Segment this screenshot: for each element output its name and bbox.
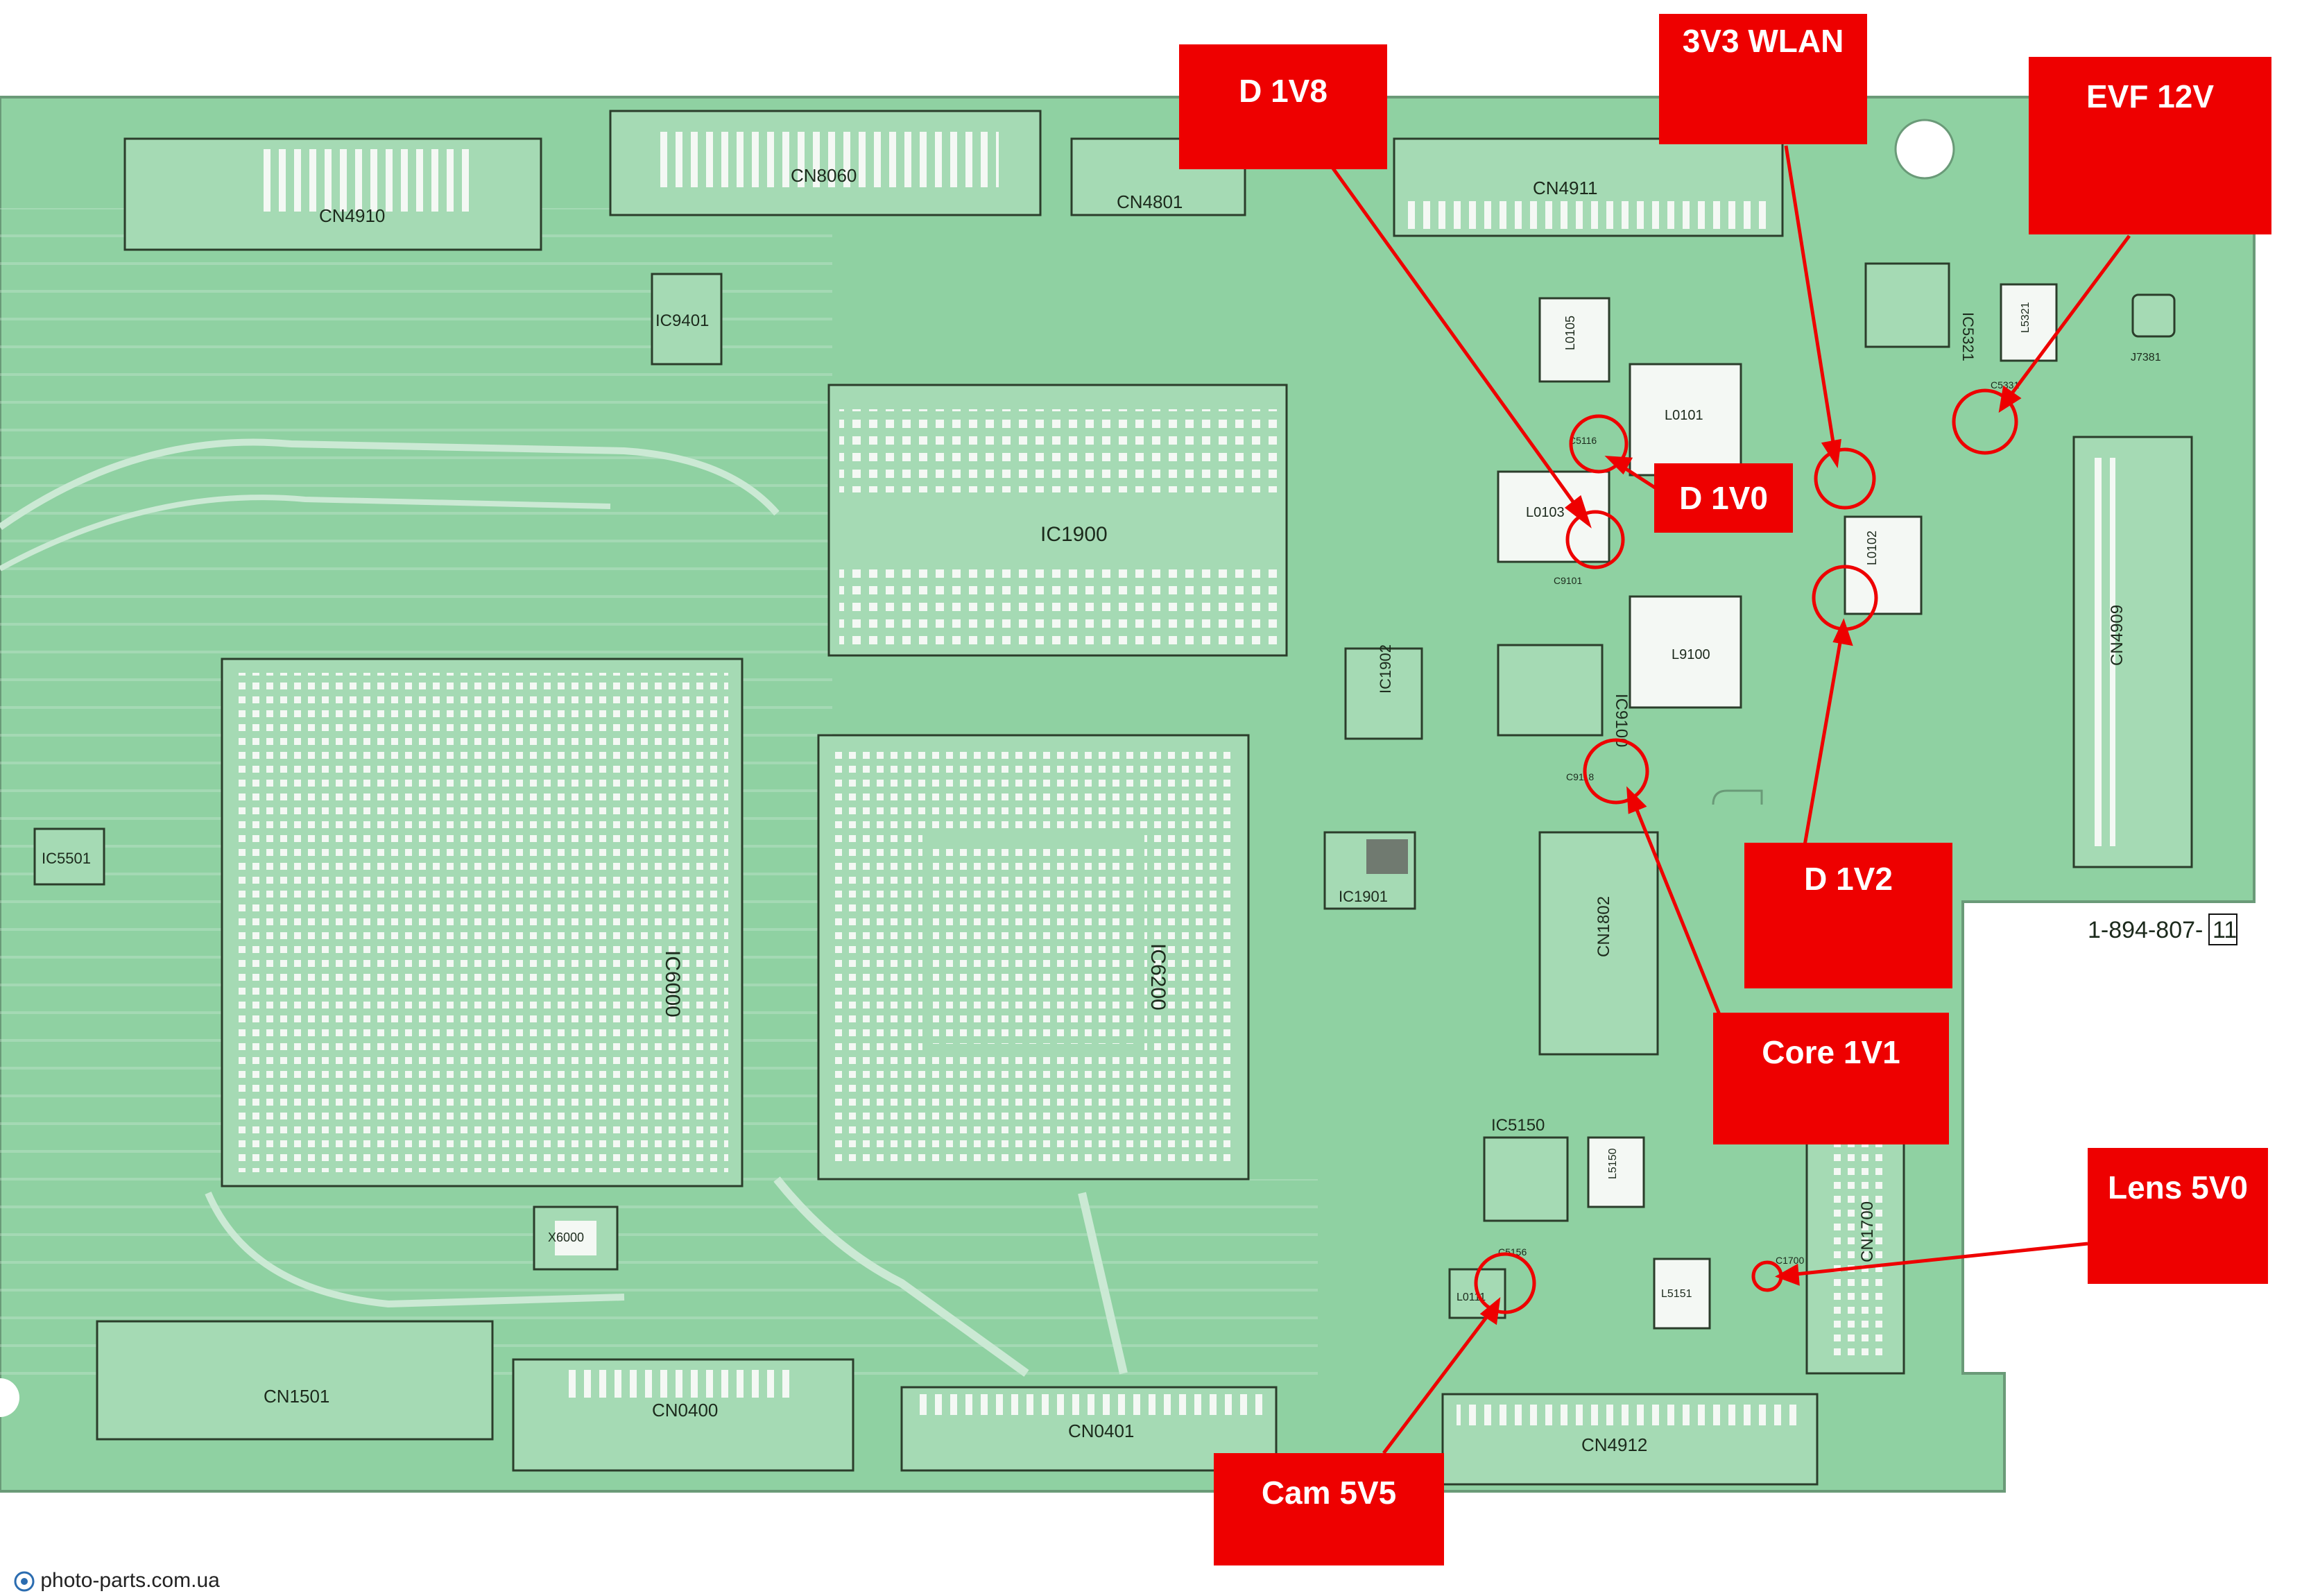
jack-j7381: J7381 xyxy=(2131,293,2176,363)
inductor-l0102: L0102 xyxy=(1844,515,1923,615)
l5150-label: L5150 xyxy=(1607,1148,1619,1179)
marker-d1v8 xyxy=(1565,510,1625,569)
chip-ic5150: IC5150 xyxy=(1483,1116,1569,1222)
inductor-l0105: L0105 xyxy=(1538,297,1610,383)
mounting-hole xyxy=(1894,119,1955,180)
chip-ic5501: IC5501 xyxy=(33,827,105,886)
inductor-l5321: L5321 xyxy=(2000,283,2058,362)
cn4911-label: CN4911 xyxy=(1533,178,1597,198)
callout-cam5v5: Cam 5V5 xyxy=(1214,1453,1444,1565)
callout-evf12v: EVF 12V xyxy=(2029,57,2271,234)
inductor-l9100: L9100 xyxy=(1629,595,1742,709)
c9101-label: C9101 xyxy=(1554,575,1582,586)
chip-ic1902: IC1902 xyxy=(1344,644,1423,740)
connector-cn1802: CN1802 xyxy=(1538,831,1659,1056)
connector-cn1501: CN1501 xyxy=(96,1320,494,1441)
ic1901-label: IC1901 xyxy=(1339,888,1388,905)
chip-ic9100: IC9100 xyxy=(1497,644,1631,747)
camera-aperture-icon xyxy=(14,1571,35,1592)
callout-3v3wlan: 3V3 WLAN xyxy=(1659,14,1867,144)
inductor-l5151: L5151 xyxy=(1653,1258,1711,1330)
connector-cn4910: CN4910 xyxy=(123,137,542,251)
ic5150-label: IC5150 xyxy=(1491,1116,1545,1135)
inductor-l0103: L0103 xyxy=(1497,470,1610,563)
j7381-label: J7381 xyxy=(2131,352,2161,363)
cn4909-label: CN4909 xyxy=(2108,605,2127,666)
connector-cn4912: CN4912 xyxy=(1441,1393,1819,1486)
watermark-text: photo-parts.com.ua xyxy=(40,1569,220,1592)
c5331-label: C5331 xyxy=(1991,379,2019,391)
callout-d1v0: D 1V0 xyxy=(1654,463,1793,533)
marker-evf12v xyxy=(1952,388,2018,455)
ic1900-label: IC1900 xyxy=(1040,523,1108,546)
cn0401-label: CN0401 xyxy=(1068,1421,1134,1441)
l5151-label: L5151 xyxy=(1661,1288,1692,1300)
callout-leaders xyxy=(1330,145,2131,1455)
cn1700-label: CN1700 xyxy=(1858,1201,1877,1262)
c1700-label: C1700 xyxy=(1776,1255,1804,1266)
c5116-label: C5116 xyxy=(1569,435,1597,446)
ic6200-label: IC6200 xyxy=(1146,943,1169,1011)
chip-ic1900: IC1900 xyxy=(827,384,1288,657)
chip-ic6000: IC6000 xyxy=(221,658,744,1187)
ic9401-label: IC9401 xyxy=(655,311,709,330)
cn1501-label: CN1501 xyxy=(264,1386,329,1407)
marker-d1v0 xyxy=(1569,414,1629,474)
connector-cn1700: CN1700 xyxy=(1805,1108,1905,1375)
l9100-label: L9100 xyxy=(1672,647,1710,662)
ic5501-label: IC5501 xyxy=(42,850,91,867)
ic5321-label: IC5321 xyxy=(1959,312,1977,361)
chip-ic6200: IC6200 xyxy=(817,734,1250,1181)
crystal-x6000: X6000 xyxy=(533,1205,619,1271)
c9118-label: C9118 xyxy=(1566,771,1594,782)
watermark: photo-parts.com.ua xyxy=(14,1569,220,1593)
l0101-label: L0101 xyxy=(1665,408,1703,423)
cn8060-label: CN8060 xyxy=(791,165,857,186)
chip-ic1901: IC1901 xyxy=(1323,831,1416,910)
cn4910-label: CN4910 xyxy=(319,205,385,226)
cn1802-label: CN1802 xyxy=(1595,896,1613,957)
l0102-label: L0102 xyxy=(1865,531,1879,565)
chip-ic9401: IC9401 xyxy=(651,273,723,366)
cn4912-label: CN4912 xyxy=(1581,1434,1647,1455)
cn0400-label: CN0400 xyxy=(652,1400,718,1421)
callout-lens5v0: Lens 5V0 xyxy=(2088,1148,2268,1284)
l0103-label: L0103 xyxy=(1526,505,1565,520)
board-id-prefix: 1-894-807- xyxy=(2088,917,2203,943)
chip-ic5321: IC5321 xyxy=(1864,262,1977,361)
marker-core1v1 xyxy=(1583,738,1649,805)
connector-cn4909: CN4909 xyxy=(2072,436,2193,868)
ic6000-label: IC6000 xyxy=(661,950,684,1018)
l0105-label: L0105 xyxy=(1563,316,1577,350)
callout-core1v1: Core 1V1 xyxy=(1713,1013,1949,1144)
callout-d1v8: D 1V8 xyxy=(1179,44,1387,169)
marker-3v3wlan xyxy=(1814,447,1876,510)
connector-cn0400: CN0400 xyxy=(512,1358,854,1472)
callout-d1v2: D 1V2 xyxy=(1744,843,1952,988)
l5321-label: L5321 xyxy=(2020,302,2031,333)
inductor-l0101: L0101 xyxy=(1629,363,1742,477)
inductor-l5150: L5150 xyxy=(1587,1136,1645,1208)
board-id-rev: 11 xyxy=(2213,917,2237,943)
cn4801-label: CN4801 xyxy=(1117,191,1183,212)
ic1902-label: IC1902 xyxy=(1377,644,1394,694)
x6000-label: X6000 xyxy=(548,1230,584,1244)
connector-cn8060: CN8060 xyxy=(609,110,1042,216)
ic9100-label: IC9100 xyxy=(1612,694,1631,747)
connector-cn4911: CN4911 xyxy=(1393,137,1784,237)
marker-cam5v5 xyxy=(1474,1252,1536,1314)
